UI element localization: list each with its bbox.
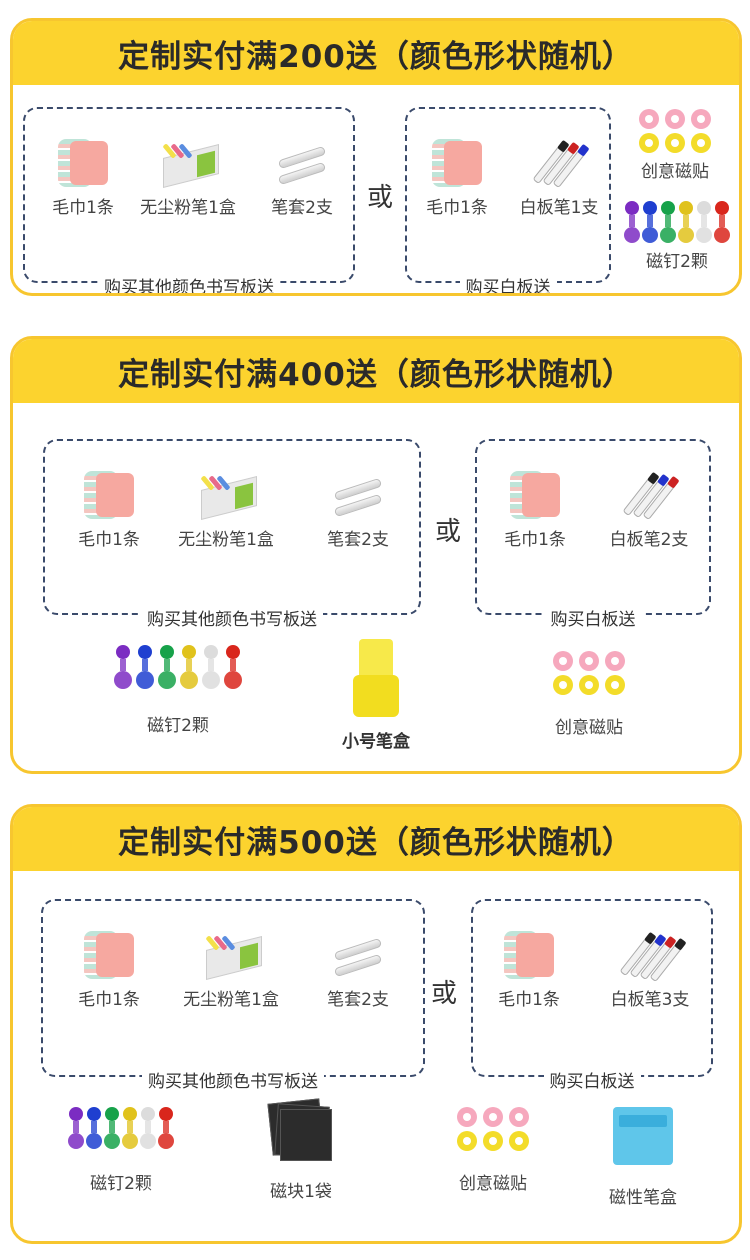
gift-pen-sleeve: 笔套2支 xyxy=(313,477,403,550)
chalk-box-icon xyxy=(153,143,223,189)
chalk-box-icon xyxy=(191,475,261,521)
gift-chalk: 无尘粉笔1盒 xyxy=(173,935,289,1010)
pen-holder-icon xyxy=(613,1107,673,1165)
gift-label: 笔套2支 xyxy=(271,198,333,218)
gift-label: 磁块1袋 xyxy=(270,1182,332,1202)
flower-sticker-icon xyxy=(453,1107,533,1151)
magnet-sheet-icon xyxy=(266,1098,336,1163)
gift-label: 毛巾1条 xyxy=(78,530,140,550)
gift-label: 磁钉2颗 xyxy=(147,716,209,736)
or-separator: 或 xyxy=(367,183,394,213)
gift-label: 小号笔盒 xyxy=(342,732,410,752)
group-label: 购买白板送 xyxy=(407,273,609,293)
gift-whiteboard-marker: 白板笔3支 xyxy=(597,927,703,1010)
marker-set-icon xyxy=(619,467,680,521)
gift-label: 创意磁贴 xyxy=(555,718,623,738)
other-color-board-gift-group: 毛巾1条 无尘粉笔1盒 笔套2支 购买其他颜色书写板送 xyxy=(41,899,425,1092)
towel-icon xyxy=(58,139,108,189)
gift-label: 毛巾1条 xyxy=(52,198,114,218)
whiteboard-gift-group: 毛巾1条 白板笔3支 购买白板送 xyxy=(471,899,713,1092)
pen-holder-icon xyxy=(353,639,399,717)
gift-creative-sticker: 创意磁贴 xyxy=(625,109,725,182)
gift-whiteboard-marker: 白板笔1支 xyxy=(511,135,607,218)
marker-set-icon xyxy=(529,135,590,189)
magnet-pins-icon xyxy=(61,1107,181,1149)
towel-icon xyxy=(510,471,560,521)
pen-sleeve-icon xyxy=(328,477,388,521)
gift-label: 无尘粉笔1盒 xyxy=(140,198,236,218)
gift-magnet-sheets: 磁块1袋 xyxy=(251,1098,351,1202)
gift-magnet-pins: 磁钉2颗 xyxy=(624,201,730,272)
magnet-pins-icon xyxy=(103,645,253,689)
towel-icon xyxy=(84,471,134,521)
gift-small-pen-holder: 小号笔盒 xyxy=(331,639,421,752)
gift-label: 无尘粉笔1盒 xyxy=(178,530,274,550)
other-color-board-gift-group: 毛巾1条 无尘粉笔1盒 笔套2支 购买其他颜色书写板送 xyxy=(43,439,421,630)
gift-label: 毛巾1条 xyxy=(426,198,488,218)
pen-sleeve-icon xyxy=(272,145,332,189)
or-separator: 或 xyxy=(431,979,458,1009)
gift-magnet-pins: 磁钉2颗 xyxy=(61,1107,181,1194)
tier-title: 定制实付满200送（颜色形状随机） xyxy=(13,21,739,85)
tier-title: 定制实付满400送（颜色形状随机） xyxy=(13,339,739,403)
or-separator: 或 xyxy=(435,517,462,547)
gift-creative-sticker: 创意磁贴 xyxy=(443,1107,543,1194)
gift-chalk: 无尘粉笔1盒 xyxy=(171,475,281,550)
gift-towel: 毛巾1条 xyxy=(69,931,149,1010)
gift-label: 无尘粉笔1盒 xyxy=(183,990,279,1010)
tier-500-card: 定制实付满500送（颜色形状随机） 毛巾1条 无尘粉笔1盒 笔套2支 购买其他颜… xyxy=(10,804,742,1244)
group-label: 购买白板送 xyxy=(477,605,709,630)
gift-label: 白板笔3支 xyxy=(610,990,690,1010)
gift-chalk: 无尘粉笔1盒 xyxy=(133,143,243,218)
gift-pen-sleeve: 笔套2支 xyxy=(257,145,347,218)
gift-label: 白板笔2支 xyxy=(609,530,689,550)
gift-label: 毛巾1条 xyxy=(504,530,566,550)
gift-magnet-pins: 磁钉2颗 xyxy=(103,645,253,736)
group-label: 购买其他颜色书写板送 xyxy=(25,273,353,293)
group-label: 购买其他颜色书写板送 xyxy=(43,1067,423,1092)
tier-200-card: 定制实付满200送（颜色形状随机） 毛巾1条 无尘粉笔1盒 笔套2支 购买其他颜… xyxy=(10,18,742,296)
other-color-board-gift-group: 毛巾1条 无尘粉笔1盒 笔套2支 购买其他颜色书写板送 xyxy=(23,107,355,293)
group-label: 购买白板送 xyxy=(473,1067,711,1092)
gift-towel: 毛巾1条 xyxy=(69,471,149,550)
towel-icon xyxy=(84,931,134,981)
gift-label: 毛巾1条 xyxy=(498,990,560,1010)
pen-sleeve-icon xyxy=(328,937,388,981)
gift-label: 磁钉2颗 xyxy=(90,1174,152,1194)
whiteboard-gift-group: 毛巾1条 白板笔2支 购买白板送 xyxy=(475,439,711,630)
gift-label: 白板笔1支 xyxy=(519,198,599,218)
group-label: 购买其他颜色书写板送 xyxy=(45,605,419,630)
chalk-box-icon xyxy=(196,935,266,981)
gift-whiteboard-marker: 白板笔2支 xyxy=(597,467,701,550)
gift-label: 磁性笔盒 xyxy=(609,1188,677,1208)
gift-label: 笔套2支 xyxy=(327,530,389,550)
magnet-pins-icon xyxy=(624,201,730,243)
gift-towel: 毛巾1条 xyxy=(417,139,497,218)
towel-icon xyxy=(504,931,554,981)
flower-sticker-icon xyxy=(635,109,715,153)
gift-towel: 毛巾1条 xyxy=(489,931,569,1010)
flower-sticker-icon xyxy=(549,651,629,695)
gift-towel: 毛巾1条 xyxy=(43,139,123,218)
gift-label: 磁钉2颗 xyxy=(646,252,708,272)
gift-magnetic-pen-holder: 磁性笔盒 xyxy=(593,1107,693,1208)
gift-creative-sticker: 创意磁贴 xyxy=(539,651,639,738)
gift-towel: 毛巾1条 xyxy=(495,471,575,550)
gift-label: 毛巾1条 xyxy=(78,990,140,1010)
towel-icon xyxy=(432,139,482,189)
tier-title: 定制实付满500送（颜色形状随机） xyxy=(13,807,739,871)
whiteboard-gift-group: 毛巾1条 白板笔1支 购买白板送 xyxy=(405,107,611,293)
tier-400-card: 定制实付满400送（颜色形状随机） 毛巾1条 无尘粉笔1盒 笔套2支 购买其他颜… xyxy=(10,336,742,774)
gift-label: 创意磁贴 xyxy=(459,1174,527,1194)
gift-pen-sleeve: 笔套2支 xyxy=(313,937,403,1010)
marker-set-icon xyxy=(619,927,687,983)
gift-label: 笔套2支 xyxy=(327,990,389,1010)
gift-label: 创意磁贴 xyxy=(641,162,709,182)
